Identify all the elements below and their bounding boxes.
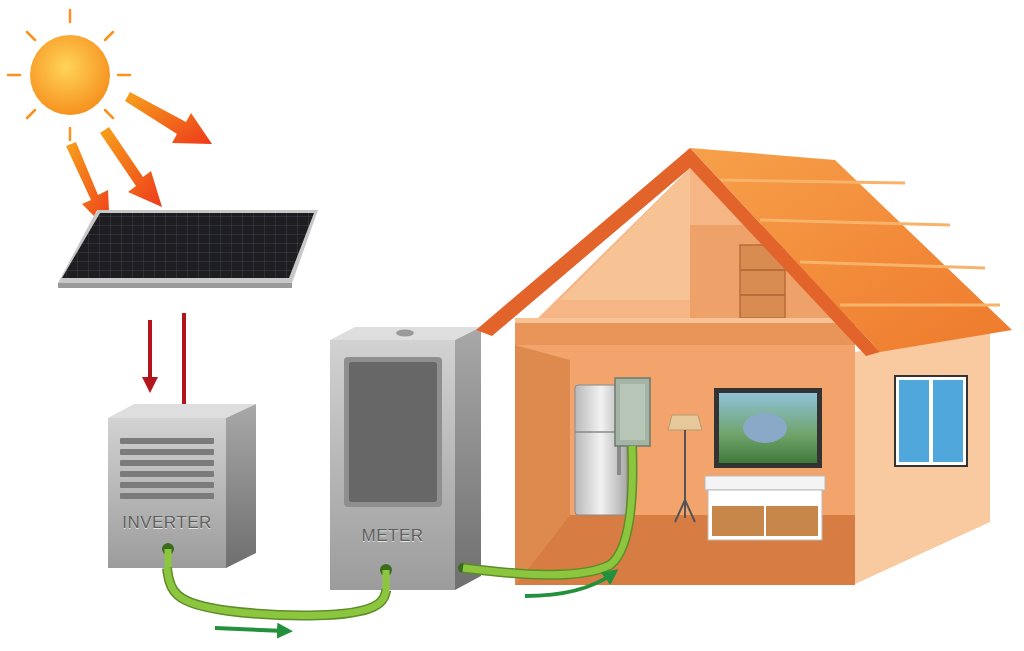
solar-panel (58, 210, 318, 288)
house (740, 269, 785, 271)
house (719, 393, 817, 463)
inverter-vent (120, 482, 214, 488)
sun (8, 10, 130, 140)
sun (27, 110, 35, 118)
house (515, 318, 855, 345)
sun (118, 74, 130, 77)
house (560, 168, 690, 300)
sun (105, 32, 113, 40)
device-label: INVERTER (122, 513, 212, 533)
inverter-housing (226, 404, 256, 568)
power-wire (167, 568, 386, 631)
sunlight-arrow (100, 127, 162, 207)
device-box: METER (330, 340, 455, 590)
power-wire (167, 568, 386, 615)
sun (69, 128, 72, 140)
house (933, 380, 963, 462)
meter-housing (344, 357, 442, 507)
house (714, 388, 822, 468)
inverter-vent (120, 460, 214, 466)
house (712, 506, 764, 536)
house (515, 318, 855, 323)
house (668, 415, 702, 430)
sun (8, 74, 20, 77)
house (740, 294, 785, 296)
house-wire (463, 446, 632, 575)
sun (30, 35, 110, 115)
sun (27, 32, 35, 40)
meter-housing (455, 327, 481, 590)
device-label: METER (362, 526, 424, 546)
meter-housing (330, 327, 481, 590)
house (620, 384, 645, 440)
flow-arrow (215, 628, 285, 631)
meter-housing (396, 330, 414, 337)
inverter-vent (120, 493, 214, 499)
inverter-vent (120, 438, 214, 444)
inverter-housing (108, 404, 256, 568)
meter-housing (330, 340, 455, 590)
house-wire (463, 446, 632, 575)
socket (380, 563, 468, 576)
wire-stub (386, 570, 387, 590)
house (675, 500, 695, 522)
house (515, 345, 855, 585)
meter-housing (330, 327, 481, 340)
sunlight-arrow (125, 92, 212, 144)
dc-arrow (148, 320, 152, 385)
house (708, 490, 822, 540)
sun (105, 110, 113, 118)
inverter-vent (120, 438, 214, 499)
house (690, 148, 880, 356)
wire-stub (168, 549, 169, 568)
sun (69, 10, 72, 22)
flow-arrow (525, 574, 612, 596)
power-wire (167, 568, 386, 615)
flow-arrow (525, 574, 612, 596)
house (684, 430, 686, 500)
house (476, 148, 1012, 585)
wire-stub (383, 570, 390, 590)
house (766, 506, 818, 536)
house (476, 148, 690, 336)
solar-panel (58, 283, 292, 288)
device-box: INVERTER (108, 418, 226, 568)
house (615, 378, 650, 446)
inverter-vent (120, 471, 214, 477)
house (899, 380, 929, 462)
house (895, 376, 967, 466)
sun (8, 10, 130, 140)
house (705, 476, 825, 490)
solar-panel (58, 210, 318, 283)
house-wire (463, 446, 632, 575)
inverter-housing (108, 418, 226, 568)
meter-housing (349, 362, 437, 502)
house (855, 330, 990, 584)
solar-panel (62, 213, 314, 278)
house (743, 413, 787, 443)
inverter-vent (120, 449, 214, 455)
wire-stub (165, 549, 172, 568)
